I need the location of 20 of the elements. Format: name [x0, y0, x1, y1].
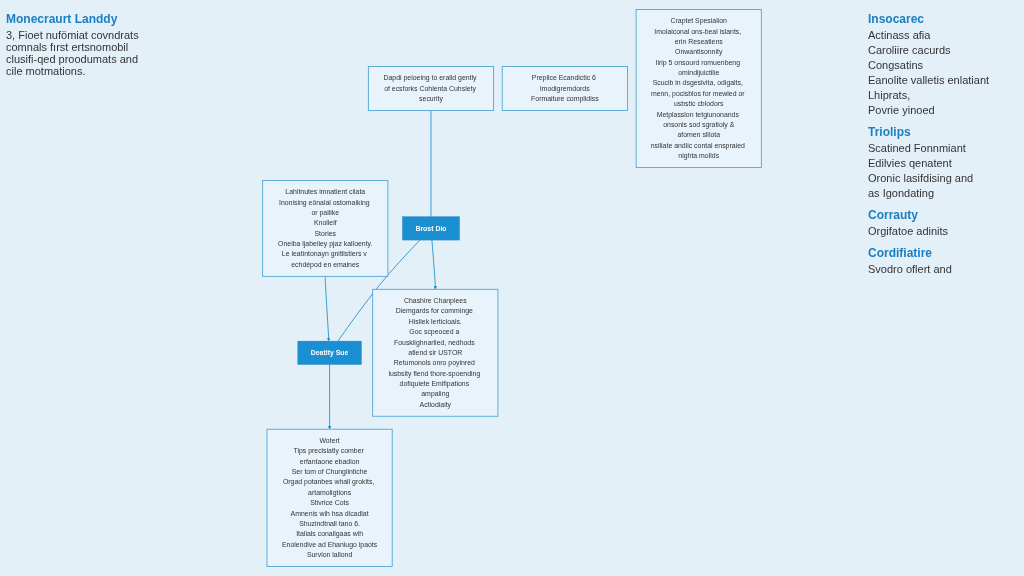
note-text: Eanolite valletis enlatiant	[868, 74, 991, 86]
section-heading: Corrauty	[868, 208, 919, 222]
section-heading: Monecraurt Landdy	[6, 12, 119, 26]
note-text: Congsatins	[868, 59, 925, 71]
note-text: Oronic lasifdising and	[868, 172, 975, 184]
section-heading: Cordifiatire	[868, 246, 933, 260]
note-text: as Igondating	[868, 187, 936, 199]
section-heading: Triolips	[868, 125, 912, 139]
note-text: Povrie yinoed	[868, 104, 936, 116]
connector	[337, 239, 421, 342]
note-text: Caroliire cacurds	[868, 44, 952, 56]
note-text: Svodro oflert and	[868, 263, 953, 275]
note-text: Lhiprats,	[868, 89, 912, 101]
note-text: Actinass afia	[868, 29, 932, 41]
note-text: Orgifatoe adinits	[868, 225, 950, 237]
connector	[430, 110, 432, 218]
note-text: Scatined Fonnmiant	[868, 142, 967, 154]
note-text: 3, Fioet nufömiat covndrats comnals fırst ertsnomobil clusifi-qed proodumats and cile motmations.	[6, 29, 140, 77]
section-heading: Insocarec	[868, 12, 926, 26]
note-text: Edilvies qenatent	[868, 157, 953, 169]
